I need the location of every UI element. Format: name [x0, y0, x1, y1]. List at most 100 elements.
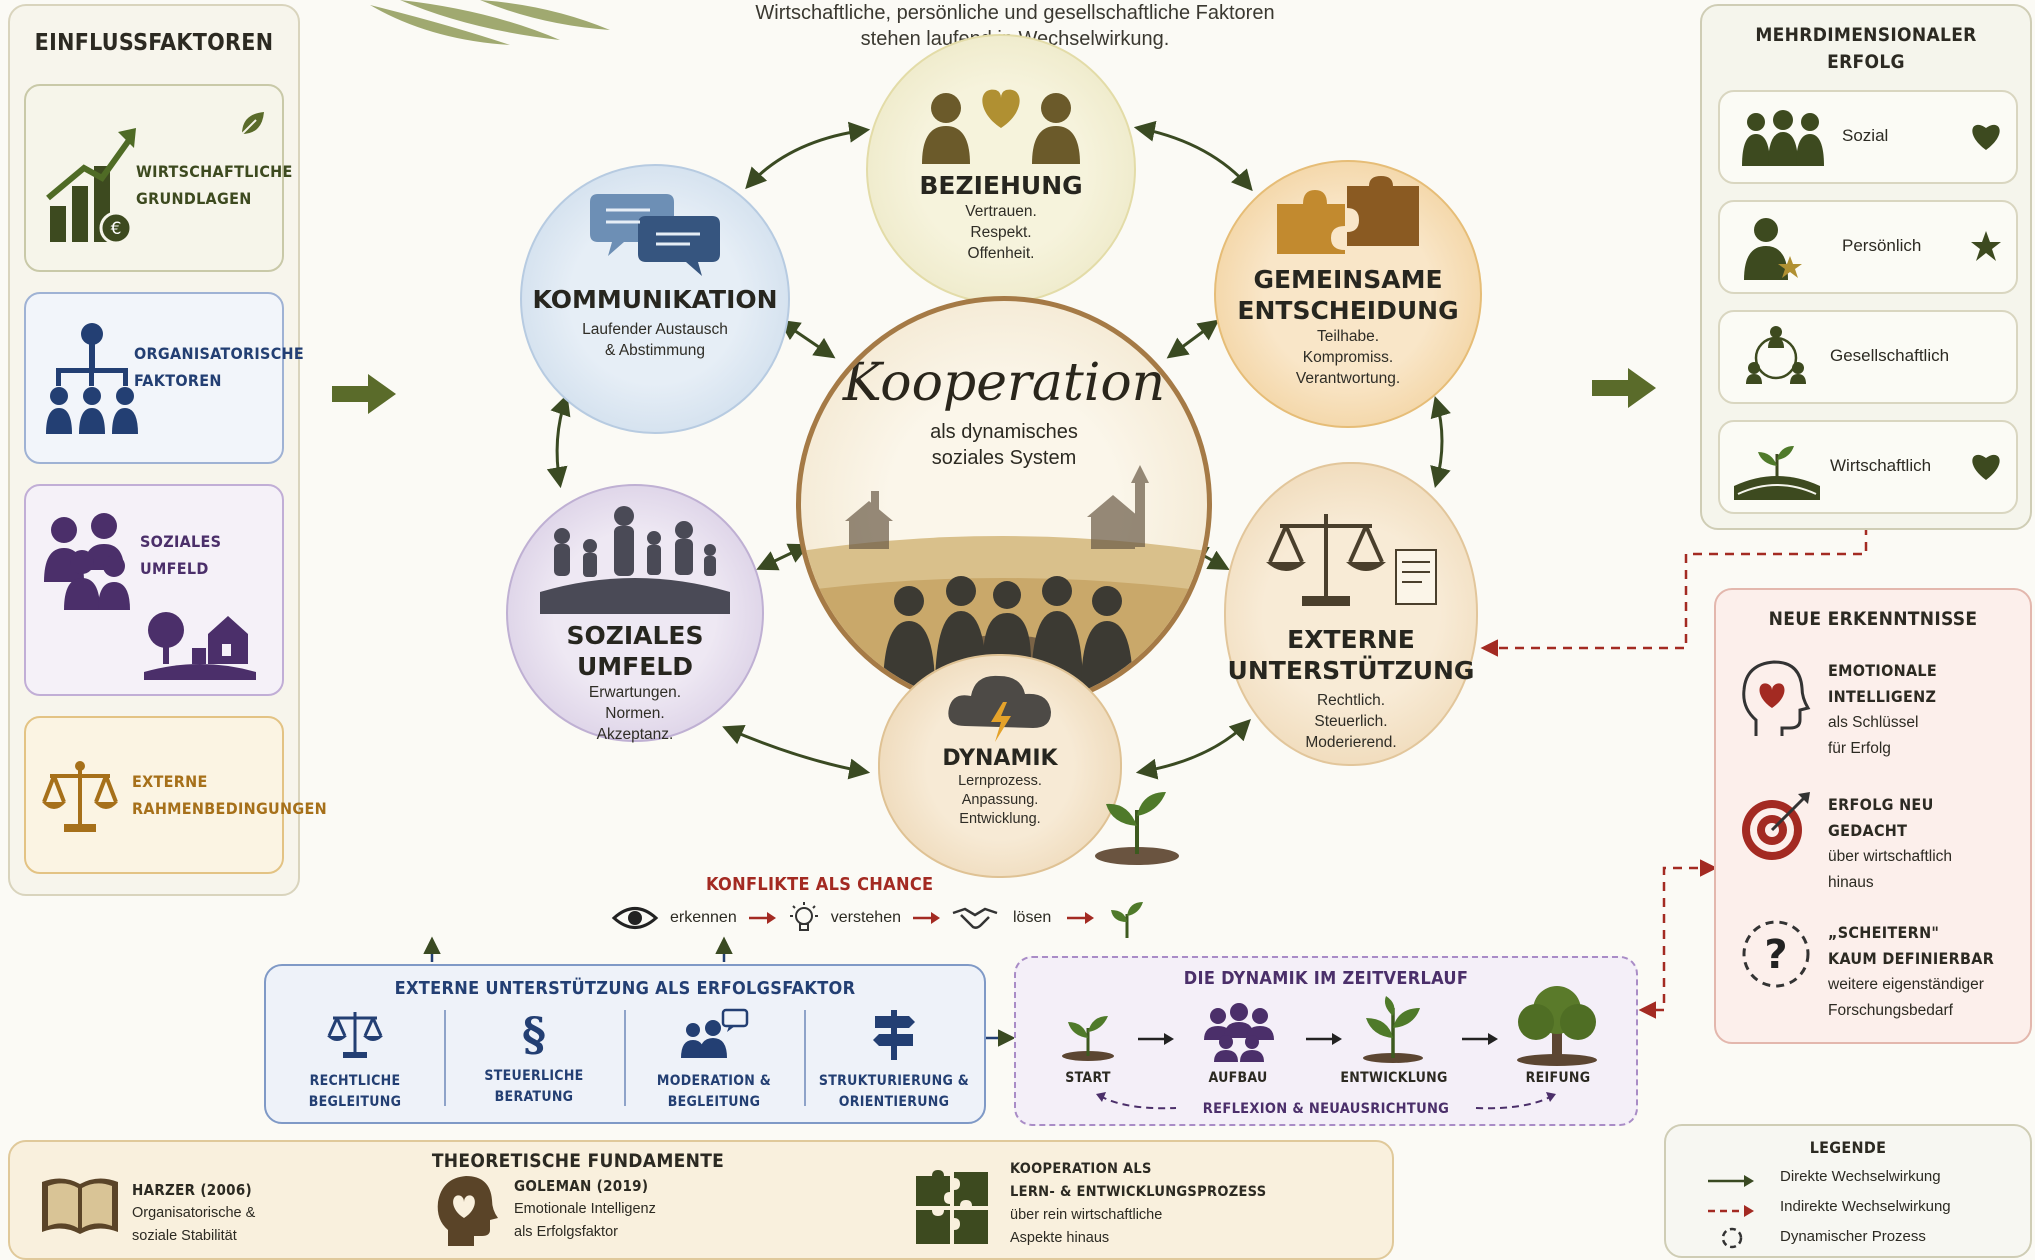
- erfolg-label-wirtschaftlich: Wirtschaftlich: [1830, 456, 1932, 475]
- externe-box-title: EXTERNE UNTERSTÜTZUNG ALS ERFOLGSFAKTOR: [394, 978, 856, 999]
- erfolg-item-persoenlich: Persönlich: [1718, 200, 2018, 294]
- step-loesen: lösen: [1012, 909, 1052, 926]
- fundament-2-heading: GOLEMAN (2019): [514, 1177, 649, 1195]
- externe-title-2: UNTERSTÜTZUNG: [1227, 656, 1475, 685]
- erkenntnis-3-heading-1: „SCHEITERN": [1828, 923, 1940, 942]
- head-heart-icon: [437, 1176, 498, 1246]
- handshake-icon: [952, 907, 998, 929]
- person-star-icon: [1744, 218, 1802, 280]
- kooperation-sub-2: soziales System: [931, 447, 1077, 469]
- step-erkennen: erkennen: [670, 909, 737, 926]
- target-icon: [1742, 792, 1810, 860]
- group-icon: [1742, 110, 1824, 166]
- externe-item-2-line-1: STEUERLICHE: [484, 1068, 584, 1084]
- soziales-line-3: Akzeptanz.: [596, 726, 674, 743]
- network-people-icon: [1746, 326, 1806, 384]
- stage-entwicklung: ENTWICKLUNG: [1340, 1070, 1448, 1086]
- externe-item-1-line-2: BEGLEITUNG: [308, 1094, 402, 1110]
- cycle-icon: [1721, 1227, 1743, 1249]
- fundament-3-heading-2: LERN- & ENTWICKLUNGSPROZESS: [1010, 1184, 1267, 1200]
- arrow-icon: [912, 912, 940, 924]
- sprout-icon: [1095, 792, 1179, 865]
- label-umfeld: UMFELD: [140, 559, 209, 578]
- erkenntnis-2-heading-1: ERFOLG NEU: [1828, 795, 1934, 814]
- erkenntnis-1-text-2: für Erfolg: [1828, 740, 1891, 757]
- question-icon: ?: [1742, 920, 1810, 988]
- kooperation-sub-1: als dynamisches: [930, 421, 1078, 443]
- reflexion-arc: [1096, 1092, 1556, 1110]
- book-icon: [42, 1178, 118, 1234]
- soziales-line-1: Erwartungen.: [588, 684, 682, 701]
- svg-text:€: €: [111, 219, 122, 239]
- stage-aufbau: AUFBAU: [1208, 1070, 1268, 1086]
- erkenntnisse-title: NEUE ERKENNTNISSE: [1768, 608, 1978, 630]
- heart-icon: [1972, 454, 2000, 480]
- erfolg-item-sozial: Sozial: [1718, 90, 2018, 184]
- gemeinsame-title-2: ENTSCHEIDUNG: [1237, 296, 1459, 325]
- externe-line-1: Rechtlich.: [1316, 692, 1386, 709]
- team-icon: [1204, 1003, 1274, 1062]
- gemeinsame-line-3: Verantwortung.: [1295, 370, 1401, 387]
- circle-beziehung: BEZIEHUNG Vertrauen. Respekt. Offenheit.: [866, 34, 1136, 304]
- leaves-decoration: [370, 0, 610, 45]
- fundamente-panel: THEORETISCHE FUNDAMENTE HARZER (2006) Or…: [8, 1140, 1394, 1260]
- beziehung-title: BEZIEHUNG: [919, 171, 1083, 200]
- arrow-icon: [1306, 1033, 1342, 1045]
- soziales-title: SOZIALES UMFELD: [566, 621, 704, 681]
- externe-item-3-line-1: MODERATION &: [656, 1073, 772, 1089]
- circle-dynamik: DYNAMIK Lernprozess. Anpassung. Entwickl…: [878, 654, 1122, 878]
- fundamente-title: THEORETISCHE FUNDAMENTE: [431, 1150, 725, 1172]
- svg-text:?: ?: [1764, 932, 1787, 978]
- beziehung-line-1: Vertrauen.: [965, 203, 1037, 220]
- tree-icon: [1517, 986, 1597, 1066]
- card-wirtschaftliche-grundlagen: € WIRTSCHAFTLICHE GRUNDLAGEN: [24, 84, 292, 272]
- star-icon: [1971, 231, 2001, 261]
- circle-kommunikation: KOMMUNIKATION Laufender Austausch & Abst…: [520, 164, 790, 434]
- erfolg-item-wirtschaftlich: Wirtschaftlich: [1718, 420, 2018, 514]
- paragraph-icon: §: [521, 1007, 547, 1061]
- arrow-icon: [1138, 1033, 1174, 1045]
- fundament-1-heading: HARZER (2006): [132, 1181, 253, 1199]
- erfolg-title-1: MEHRDIMENSIONALER: [1755, 24, 1977, 46]
- zeitverlauf-box: DIE DYNAMIK IM ZEITVERLAUF START AUFBAU …: [1014, 956, 1638, 1126]
- erkenntnis-2-heading-2: GEDACHT: [1828, 821, 1908, 840]
- erfolg-title-2: ERFOLG: [1827, 51, 1905, 73]
- reflexion-text: REFLEXION & NEUAUSRICHTUNG: [1202, 1101, 1450, 1117]
- externe-item-4-line-2: ORIENTIERUNG: [838, 1094, 950, 1110]
- moderation-icon: [681, 1008, 749, 1058]
- erkenntnis-2-text-1: über wirtschaftlich: [1828, 848, 1953, 865]
- justice-scales-icon: [327, 1012, 383, 1058]
- dynamik-title: DYNAMIK: [942, 746, 1058, 771]
- indirect-arrow-icon: [1708, 1205, 1754, 1217]
- erfolg-label-persoenlich: Persönlich: [1842, 236, 1922, 255]
- erkenntnis-3-text-2: Forschungsbedarf: [1828, 1002, 1953, 1019]
- card-organisatorische-faktoren: ORGANISATORISCHE FAKTOREN: [24, 292, 304, 464]
- beziehung-line-3: Offenheit.: [967, 245, 1035, 262]
- erfolg-panel: MEHRDIMENSIONALER ERFOLG Sozial Persönli…: [1700, 4, 2032, 530]
- heart-icon: [1972, 124, 2000, 150]
- erkenntnis-1-heading-1: EMOTIONALE: [1828, 661, 1937, 680]
- circle-externe-unterstuetzung: EXTERNE UNTERSTÜTZUNG Rechtlich. Steuerl…: [1224, 462, 1478, 766]
- label-grundlagen: GRUNDLAGEN: [136, 189, 252, 208]
- label-organisatorische: ORGANISATORISCHE: [134, 344, 305, 363]
- label-externe: EXTERNE: [132, 772, 208, 791]
- fundament-1-text-2: soziale Stabilität: [132, 1228, 237, 1244]
- village-icon: [144, 612, 256, 680]
- kommunikation-line-2: & Abstimmung: [605, 342, 705, 359]
- erkenntnis-3-text-1: weitere eigenständiger: [1828, 976, 1984, 993]
- fundament-3-heading-1: KOOPERATION ALS: [1010, 1161, 1152, 1177]
- couple-heart-icon: [922, 89, 1080, 164]
- erkenntnis-2-text-2: hinaus: [1828, 874, 1874, 891]
- erkenntnis-1-heading-2: INTELLIGENZ: [1828, 687, 1937, 706]
- field-sprout-icon: [1734, 446, 1820, 500]
- plant-icon: [1363, 996, 1423, 1063]
- erkenntnisse-panel: NEUE ERKENNTNISSE EMOTIONALE INTELLIGENZ…: [1714, 588, 2032, 1044]
- signpost-icon: [873, 1010, 915, 1060]
- people-group-icon: [44, 513, 130, 610]
- erfolg-label-sozial: Sozial: [1842, 126, 1889, 145]
- konflikte-steps: erkennen verstehen lösen: [611, 900, 1145, 938]
- externe-line-2: Steuerlich.: [1314, 713, 1388, 730]
- arrow-right-icon: [1592, 368, 1656, 408]
- stage-start: START: [1065, 1070, 1111, 1086]
- soziales-line-2: Normen.: [605, 705, 665, 722]
